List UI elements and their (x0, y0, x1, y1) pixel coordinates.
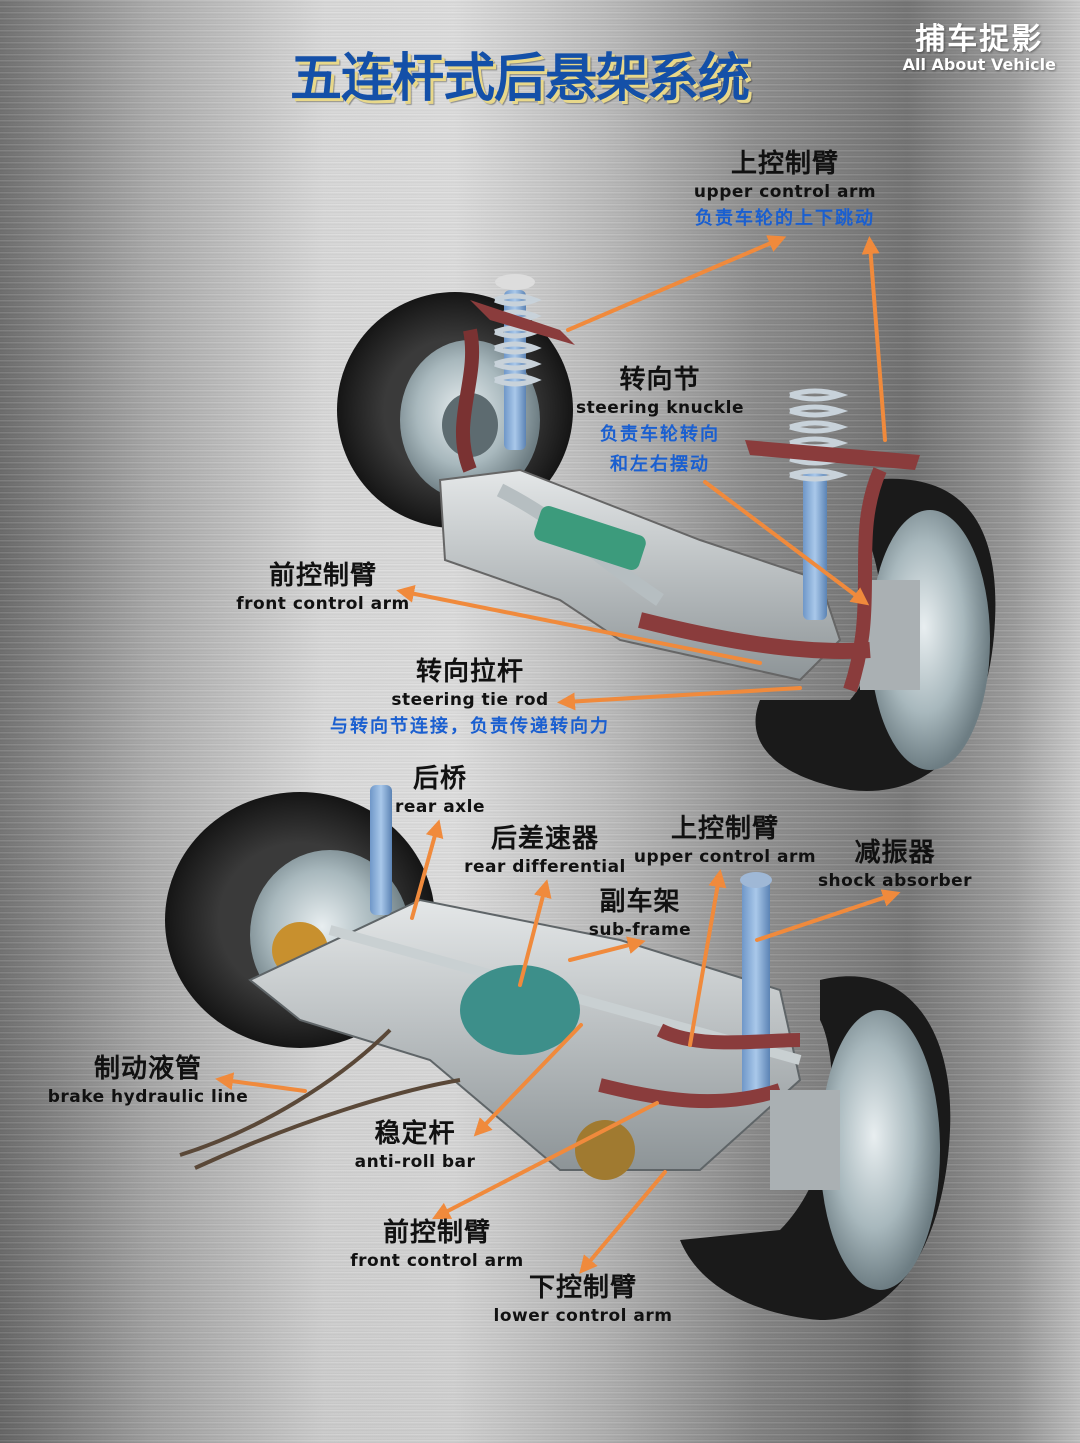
brand-name-en: All About Vehicle (902, 55, 1056, 74)
label-en: front control arm (236, 594, 410, 614)
bottom-right-wheel-cutaway (680, 976, 951, 1320)
top-subframe (438, 468, 842, 682)
arrow-upper-control-arm-top-b (861, 236, 887, 442)
label-rear-axle: 后桥 rear axle (390, 763, 490, 819)
arrow-brake-hydraulic-line (215, 1072, 307, 1093)
top-upper-arm-right (745, 440, 920, 470)
label-desc: 负责车轮的上下跳动 (695, 208, 875, 229)
label-cn: 前控制臂 (268, 561, 377, 591)
arrow-upper-control-arm-top-a (566, 235, 787, 332)
top-knuckle-right (843, 467, 887, 693)
label-front-control-arm-bottom: 前控制臂 front control arm (342, 1217, 532, 1273)
arrow-steering-knuckle (703, 480, 870, 606)
label-rear-differential: 后差速器 rear differential (460, 823, 630, 879)
label-en: steering knuckle (576, 398, 744, 418)
label-cn: 后差速器 (490, 824, 599, 854)
label-desc: 和左右摆动 (610, 454, 710, 475)
arrow-upper-control-arm-bottom (688, 869, 727, 1047)
label-cn: 制动液管 (93, 1054, 202, 1084)
top-right-wheel-cutaway (755, 478, 996, 791)
top-knuckle-left (456, 328, 480, 473)
label-en: front control arm (350, 1251, 524, 1271)
label-en: rear axle (395, 797, 485, 817)
top-upper-arm-left (470, 300, 575, 345)
label-en: anti-roll bar (354, 1152, 476, 1172)
brand-logo: 捕车捉影 All About Vehicle (903, 24, 1056, 74)
arrow-anti-roll-bar (473, 1023, 583, 1137)
label-cn: 转向节 (619, 365, 701, 395)
label-en: lower control arm (493, 1306, 673, 1326)
label-cn: 后桥 (412, 764, 467, 794)
arrow-shock-absorber (755, 889, 901, 942)
label-cn: 下控制臂 (528, 1273, 637, 1303)
label-lower-control-arm: 下控制臂 lower control arm (488, 1272, 678, 1328)
label-front-control-arm-top: 前控制臂 front control arm (228, 560, 418, 616)
label-en: shock absorber (817, 871, 973, 891)
label-cn: 转向拉杆 (415, 657, 524, 687)
bottom-upper-arm (656, 1023, 801, 1050)
bottom-front-arm (598, 1078, 783, 1109)
arrow-steering-tie-rod (557, 686, 802, 711)
label-cn: 稳定杆 (374, 1119, 456, 1149)
label-en: upper control arm (693, 182, 877, 202)
label-steering-knuckle: 转向节 steering knuckle 负责车轮转向 和左右摆动 (570, 364, 750, 480)
label-cn: 前控制臂 (382, 1218, 491, 1248)
brand-name-cn: 捕车捉影 (915, 22, 1044, 57)
label-en: steering tie rod (391, 690, 549, 710)
bottom-right-shock-absorber (740, 872, 772, 1100)
label-anti-roll-bar: 稳定杆 anti-roll bar (345, 1118, 485, 1174)
label-en: upper control arm (633, 847, 817, 867)
top-lower-arm-right (638, 612, 871, 659)
label-en: sub-frame (588, 920, 692, 940)
top-right-shock-absorber (789, 388, 849, 620)
label-brake-hydraulic-line: 制动液管 brake hydraulic line (42, 1053, 254, 1109)
arrow-front-control-arm-top (396, 584, 762, 665)
label-cn: 上控制臂 (730, 149, 839, 179)
label-en: rear differential (464, 857, 626, 877)
arrow-sub-frame (568, 936, 646, 962)
label-desc: 负责车轮转向 (600, 424, 720, 445)
label-upper-control-arm-bottom: 上控制臂 upper control arm (630, 813, 820, 869)
label-cn: 减振器 (854, 838, 936, 868)
label-steering-tie-rod: 转向拉杆 steering tie rod 与转向节连接，负责传递转向力 (310, 656, 630, 742)
label-cn: 副车架 (599, 887, 681, 917)
arrow-lower-control-arm (579, 1170, 667, 1274)
label-en: brake hydraulic line (47, 1087, 249, 1107)
label-desc: 与转向节连接，负责传递转向力 (330, 716, 610, 737)
arrow-front-control-arm-bottom (432, 1101, 659, 1220)
brake-hydraulic-lines (179, 1028, 461, 1170)
arrow-rear-axle (410, 819, 444, 920)
label-sub-frame: 副车架 sub-frame (580, 886, 700, 942)
arrow-rear-differential (518, 879, 552, 987)
bottom-left-shock-absorber (370, 785, 392, 915)
page-title: 五连杆式后悬架系统 (290, 49, 750, 109)
label-shock-absorber: 减振器 shock absorber (815, 837, 975, 893)
label-cn: 上控制臂 (670, 814, 779, 844)
label-upper-control-arm-top: 上控制臂 upper control arm 负责车轮的上下跳动 (680, 148, 890, 234)
